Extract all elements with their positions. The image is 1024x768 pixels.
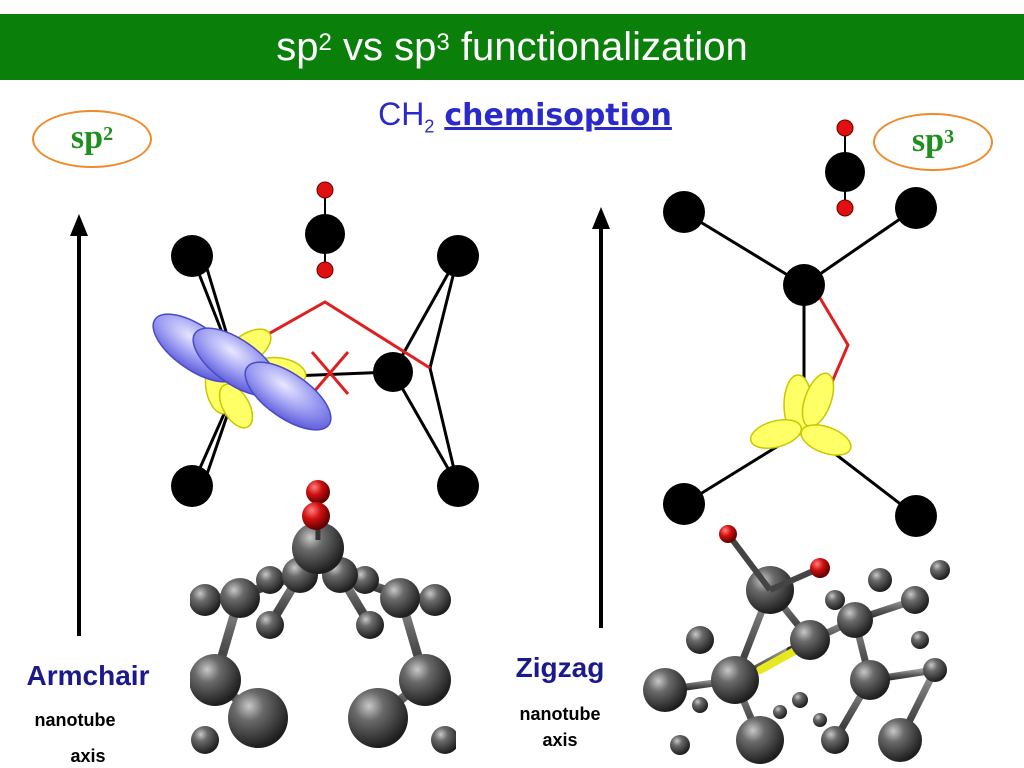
sp3-ch2-group	[825, 119, 865, 217]
title-bar: sp2 vs sp3 functionalization	[0, 14, 1024, 80]
zigzag-axis-label: Zigzag	[515, 652, 605, 683]
sp3-schematic	[663, 119, 937, 537]
armchair-axis-sub2: axis	[70, 746, 106, 766]
sp2-schematic	[152, 181, 479, 507]
left-axis-arrow	[70, 214, 88, 636]
zigzag-axis-sub1: nanotube	[519, 704, 601, 724]
sp2-label-oval: sp2	[32, 110, 152, 168]
right-axis-arrow	[592, 207, 610, 628]
armchair-axis-sub1: nanotube	[34, 710, 116, 730]
sp2-ch2-group	[305, 181, 345, 279]
armchair-axis-label: Armchair	[26, 660, 150, 691]
sp3-ch2-bridge-bond	[818, 297, 850, 397]
ch2-formula: CH2	[378, 96, 435, 137]
subtitle: CH2 chemisoption	[340, 96, 710, 140]
armchair-nanotube-render	[190, 480, 456, 768]
sp3-carbon-atoms	[663, 187, 937, 537]
sp3-carbon-bonds	[683, 206, 917, 518]
zigzag-axis-sub2: axis	[542, 730, 578, 750]
sp3-sp-orbitals	[749, 372, 852, 456]
sp2-carbon-atoms	[171, 235, 479, 507]
slide-title: sp2 vs sp3 functionalization	[276, 25, 748, 69]
chemisorption-term: chemisoption	[444, 98, 672, 133]
sp3-label-oval: sp3	[873, 113, 993, 171]
sp2-p-orbitals	[152, 313, 332, 431]
zigzag-nanotube-render	[643, 525, 950, 764]
